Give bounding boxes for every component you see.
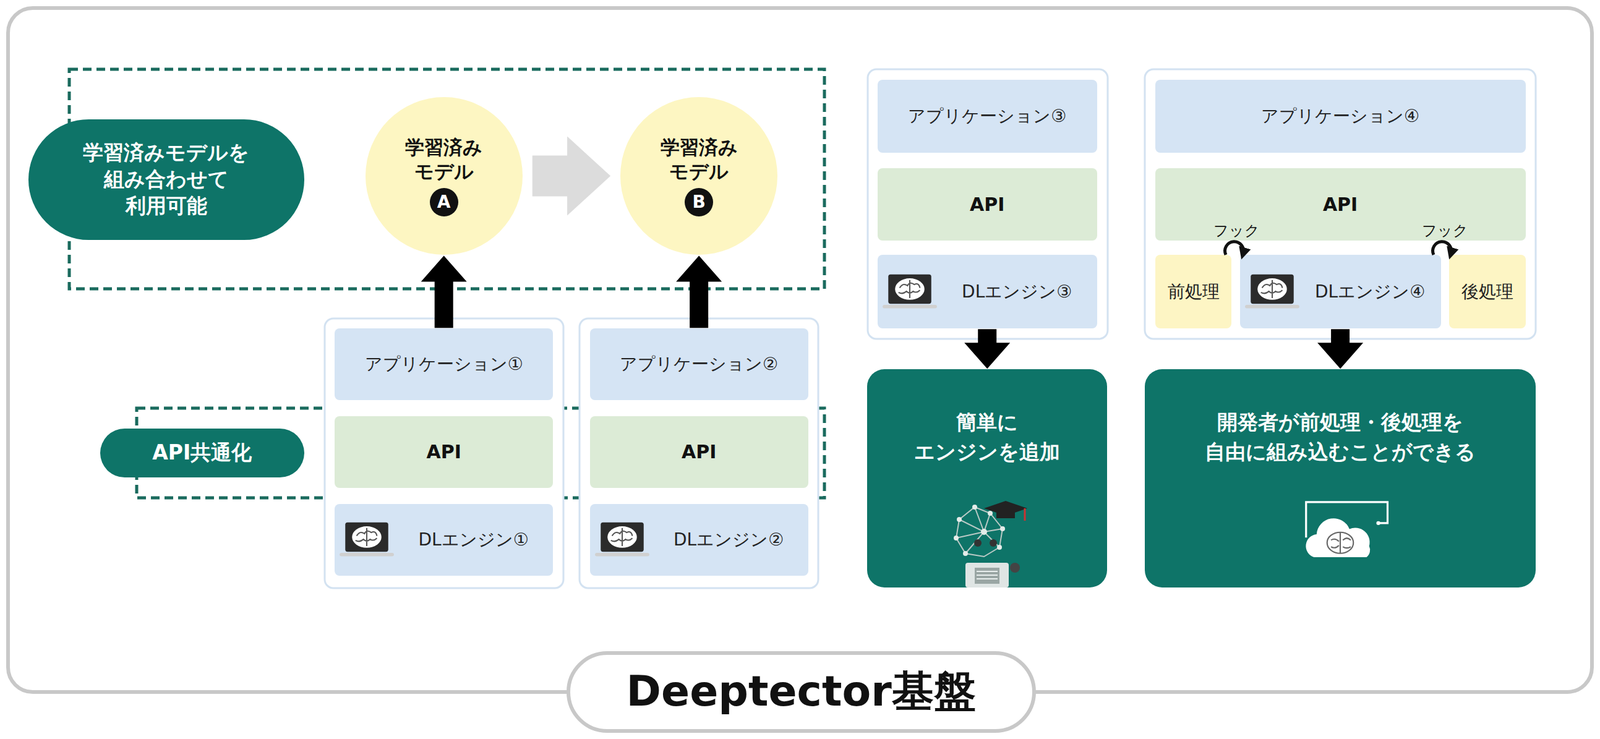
flow-arrow bbox=[421, 255, 467, 328]
node-label: 前処理 bbox=[1167, 280, 1220, 304]
hook-arrow bbox=[1225, 241, 1244, 255]
model-badge: B bbox=[684, 188, 714, 217]
api-box: API bbox=[590, 416, 809, 488]
laptop-icon bbox=[594, 520, 650, 560]
node-label: 簡単に エンジンを追加 bbox=[906, 407, 1068, 467]
model-circle: 学習済み モデル B bbox=[620, 97, 778, 256]
node-label: 後処理 bbox=[1461, 280, 1514, 304]
engine-box: DLエンジン③ bbox=[877, 254, 1098, 329]
engine-box: DLエンジン④ bbox=[1240, 254, 1442, 329]
node-label: 学習済みモデルを 組み合わせて 利用可能 bbox=[73, 139, 260, 220]
node-label: API bbox=[426, 440, 462, 463]
node-label: API bbox=[969, 193, 1005, 216]
node-label: 開発者が前処理・後処理を 自由に組み込むことができる bbox=[1191, 407, 1489, 467]
outer-frame bbox=[8, 8, 1592, 693]
node-label: API共通化 bbox=[152, 439, 252, 467]
robot-icon bbox=[953, 500, 1028, 588]
stack-frame bbox=[324, 318, 564, 589]
node-label: アプリケーション① bbox=[364, 352, 524, 377]
application-box: アプリケーション④ bbox=[1155, 79, 1526, 154]
processing-box: 後処理 bbox=[1449, 254, 1526, 329]
flow-arrow bbox=[964, 329, 1010, 369]
api-box: API bbox=[334, 416, 553, 488]
node-label: DLエンジン① bbox=[418, 528, 529, 552]
cloud-icon bbox=[1287, 494, 1393, 567]
flow-arrow bbox=[532, 136, 611, 216]
node-label: アプリケーション② bbox=[619, 352, 779, 377]
node-label: API bbox=[1322, 193, 1358, 216]
node-label: 学習済み モデル bbox=[397, 135, 491, 184]
node-label: DLエンジン② bbox=[673, 528, 784, 552]
node-label: DLエンジン③ bbox=[961, 280, 1072, 304]
node-label: 学習済み モデル bbox=[652, 135, 746, 184]
api-box: API bbox=[877, 168, 1098, 241]
feature-pill: 学習済みモデルを 組み合わせて 利用可能 bbox=[28, 119, 304, 240]
dashed-group bbox=[136, 408, 825, 498]
model-circle: 学習済み モデル A bbox=[365, 97, 523, 256]
engine-box: DLエンジン① bbox=[334, 504, 553, 576]
node-label: Deeptector基盤 bbox=[626, 663, 976, 720]
dashed-group bbox=[69, 69, 825, 289]
laptop-icon bbox=[594, 521, 650, 557]
laptop-icon bbox=[339, 520, 394, 560]
processing-box: 前処理 bbox=[1155, 254, 1233, 329]
platform-title: Deeptector基盤 bbox=[566, 651, 1036, 733]
node-label: アプリケーション③ bbox=[907, 104, 1067, 129]
model-badge: A bbox=[429, 188, 459, 217]
stack-frame bbox=[579, 318, 819, 589]
cloud-icon bbox=[1306, 502, 1388, 558]
application-box: アプリケーション① bbox=[334, 328, 553, 400]
hook-label: フック bbox=[1421, 220, 1469, 241]
application-box: アプリケーション③ bbox=[877, 79, 1098, 154]
robot-icon bbox=[940, 494, 1034, 588]
flow-arrow bbox=[1317, 329, 1364, 369]
laptop-icon bbox=[882, 274, 937, 309]
stack-frame bbox=[867, 69, 1108, 339]
result-box: 簡単に エンジンを追加 bbox=[867, 369, 1108, 588]
laptop-icon bbox=[339, 521, 394, 557]
feature-pill: API共通化 bbox=[100, 428, 305, 478]
hook-arrow bbox=[1433, 241, 1452, 255]
hook-label: フック bbox=[1213, 220, 1260, 241]
node-label: DLエンジン④ bbox=[1314, 280, 1425, 304]
laptop-icon bbox=[1244, 272, 1300, 312]
flow-arrow bbox=[675, 255, 722, 328]
result-box: 開発者が前処理・後処理を 自由に組み込むことができる bbox=[1144, 369, 1536, 588]
stack-frame bbox=[1144, 69, 1536, 339]
laptop-icon bbox=[882, 272, 937, 312]
api-box: API bbox=[1155, 168, 1526, 241]
node-label: アプリケーション④ bbox=[1261, 104, 1420, 129]
application-box: アプリケーション② bbox=[590, 328, 809, 400]
laptop-icon bbox=[1244, 274, 1300, 309]
engine-box: DLエンジン② bbox=[590, 504, 809, 576]
node-label: API bbox=[681, 440, 717, 463]
